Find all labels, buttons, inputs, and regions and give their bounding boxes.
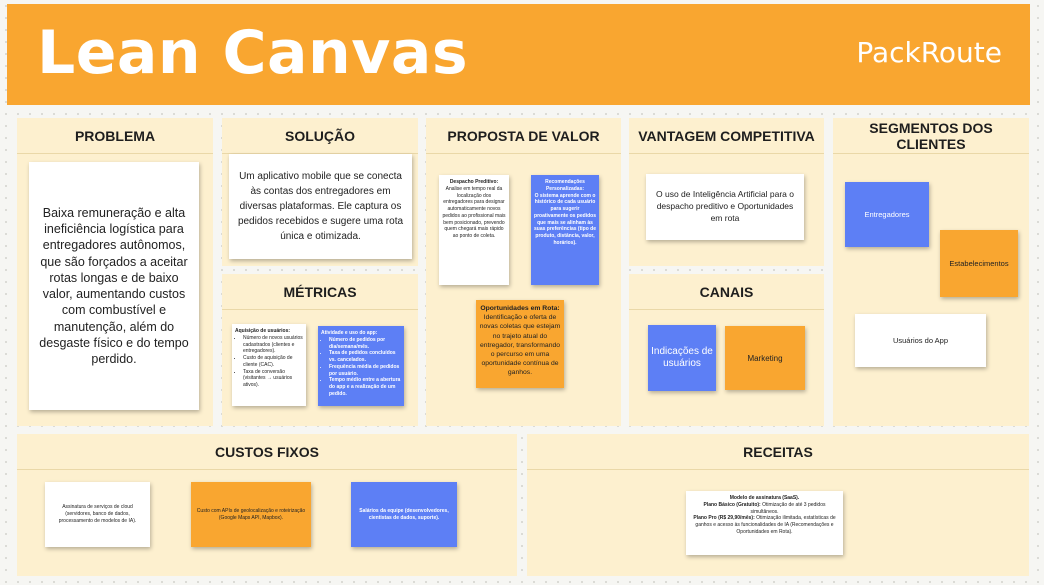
- list-item: Número de pedidos por dia/semana/mês.: [329, 337, 401, 351]
- section-title-problema: PROBLEMA: [17, 118, 213, 154]
- atividade-title: Atividade e uso do app:: [321, 330, 378, 336]
- recomendacoes-note[interactable]: Recomendações Personalizadas: O sistema …: [531, 175, 599, 285]
- oport-text: Identificação e oferta de novas coletas …: [479, 314, 561, 377]
- list-item: Taxa de conversão (visitantes → usuários…: [243, 369, 303, 389]
- marketing-text: Marketing: [747, 353, 783, 363]
- despacho-title: Despacho Preditivo:: [449, 179, 499, 185]
- usuarios-app-note[interactable]: Usuários do App: [855, 314, 986, 367]
- solucao-note[interactable]: Um aplicativo mobile que se conecta às c…: [229, 154, 412, 259]
- plano-pro-label: Plano Pro (R$ 29,90/mês):: [693, 515, 755, 522]
- section-receitas: RECEITAS Modelo de assinatura (SaaS). Pl…: [527, 434, 1029, 576]
- receitas-title: Modelo de assinatura (SaaS).: [729, 495, 800, 501]
- section-vantagem: VANTAGEM COMPETITIVA O uso de Inteligênc…: [629, 118, 824, 266]
- brand-name: PackRoute: [856, 36, 1002, 69]
- plano-basico: Plano Básico (Gratuito): Otimização de a…: [690, 502, 839, 516]
- section-proposta: PROPOSTA DE VALOR Despacho Preditivo: An…: [426, 118, 621, 426]
- aquisicao-title: Aquisição de usuários:: [235, 328, 291, 334]
- custo-cloud-text: Assinatura de serviços de cloud (servido…: [58, 504, 137, 524]
- section-title-receitas: RECEITAS: [527, 434, 1029, 470]
- section-metricas: MÉTRICAS Aquisição de usuários: Número d…: [222, 274, 418, 426]
- list-item: Taxa de pedidos concluídos vs. cancelado…: [329, 350, 401, 364]
- custo-salarios-note[interactable]: Salários da equipe (desenvolvedores, cie…: [351, 482, 457, 547]
- estabelecimentos-text: Estabelecimentos: [949, 259, 1009, 268]
- custo-cloud-note[interactable]: Assinatura de serviços de cloud (servido…: [45, 482, 150, 547]
- page-title: Lean Canvas: [37, 18, 469, 88]
- solucao-text: Um aplicativo mobile que se conecta às c…: [237, 171, 404, 242]
- section-title-proposta: PROPOSTA DE VALOR: [426, 118, 621, 154]
- despacho-preditivo-note[interactable]: Despacho Preditivo: Analise em tempo rea…: [439, 175, 509, 285]
- oport-title: Oportunidades em Rota:: [480, 305, 560, 312]
- header-banner: Lean Canvas PackRoute: [7, 4, 1030, 105]
- section-title-custos: CUSTOS FIXOS: [17, 434, 517, 470]
- vantagem-note[interactable]: O uso de Inteligência Artificial para o …: [646, 174, 804, 240]
- metricas-aquisicao-note[interactable]: Aquisição de usuários: Número de novos u…: [232, 324, 306, 406]
- vantagem-text: O uso de Inteligência Artificial para o …: [656, 189, 794, 223]
- list-item: Custo de aquisição de cliente (CAC).: [243, 355, 303, 369]
- marketing-note[interactable]: Marketing: [725, 326, 805, 390]
- estabelecimentos-note[interactable]: Estabelecimentos: [940, 230, 1018, 297]
- list-item: Tempo médio entre a abertura do app e a …: [329, 377, 401, 397]
- problema-note[interactable]: Baixa remuneração e alta ineficiência lo…: [29, 162, 199, 410]
- problema-text: Baixa remuneração e alta ineficiência lo…: [39, 205, 189, 366]
- plano-basico-text: Otimização de até 3 pedidos simultâneos.: [750, 501, 826, 515]
- section-problema: PROBLEMA Baixa remuneração e alta inefic…: [17, 118, 213, 426]
- aquisicao-list: Número de novos usuários cadastrados (cl…: [235, 335, 303, 389]
- custo-apis-text: Custo com APIs de geolocalização e rotei…: [196, 507, 306, 521]
- usuarios-app-text: Usuários do App: [892, 336, 949, 345]
- section-solucao: SOLUÇÃO Um aplicativo mobile que se cone…: [222, 118, 418, 266]
- metricas-atividade-note[interactable]: Atividade e uso do app: Número de pedido…: [318, 326, 404, 406]
- plano-pro: Plano Pro (R$ 29,90/mês): Otimização ili…: [690, 515, 839, 535]
- section-title-vantagem: VANTAGEM COMPETITIVA: [629, 118, 824, 154]
- section-custos: CUSTOS FIXOS Assinatura de serviços de c…: [17, 434, 517, 576]
- custo-apis-note[interactable]: Custo com APIs de geolocalização e rotei…: [191, 482, 311, 547]
- recomend-title: Recomendações Personalizadas:: [545, 179, 585, 192]
- section-canais: CANAIS Indicações de usuários Marketing: [629, 274, 824, 426]
- section-title-segmentos: SEGMENTOS DOS CLIENTES: [833, 118, 1029, 154]
- custo-salarios-text: Salários da equipe (desenvolvedores, cie…: [359, 507, 449, 521]
- section-title-canais: CANAIS: [629, 274, 824, 310]
- section-segmentos: SEGMENTOS DOS CLIENTES Entregadores Esta…: [833, 118, 1029, 426]
- section-title-metricas: MÉTRICAS: [222, 274, 418, 310]
- receitas-note[interactable]: Modelo de assinatura (SaaS). Plano Básic…: [686, 491, 843, 555]
- indicacoes-text: Indicações de usuários: [651, 345, 713, 370]
- despacho-text: Analise em tempo real da localização dos…: [442, 185, 506, 239]
- plano-pro-text: Otimização ilimitada, estatísticas de ga…: [695, 515, 836, 535]
- entregadores-text: Entregadores: [864, 210, 910, 219]
- indicacoes-note[interactable]: Indicações de usuários: [648, 325, 716, 391]
- recomend-text: O sistema aprende com o histórico de cad…: [534, 192, 596, 246]
- atividade-list: Número de pedidos por dia/semana/mês. Ta…: [321, 337, 401, 398]
- oportunidades-note[interactable]: Oportunidades em Rota: Identificação e o…: [476, 300, 564, 388]
- entregadores-note[interactable]: Entregadores: [845, 182, 929, 247]
- section-title-solucao: SOLUÇÃO: [222, 118, 418, 154]
- list-item: Frequência média de pedidos por usuário.: [329, 364, 401, 378]
- plano-basico-label: Plano Básico (Gratuito):: [703, 501, 761, 508]
- list-item: Número de novos usuários cadastrados (cl…: [243, 335, 303, 355]
